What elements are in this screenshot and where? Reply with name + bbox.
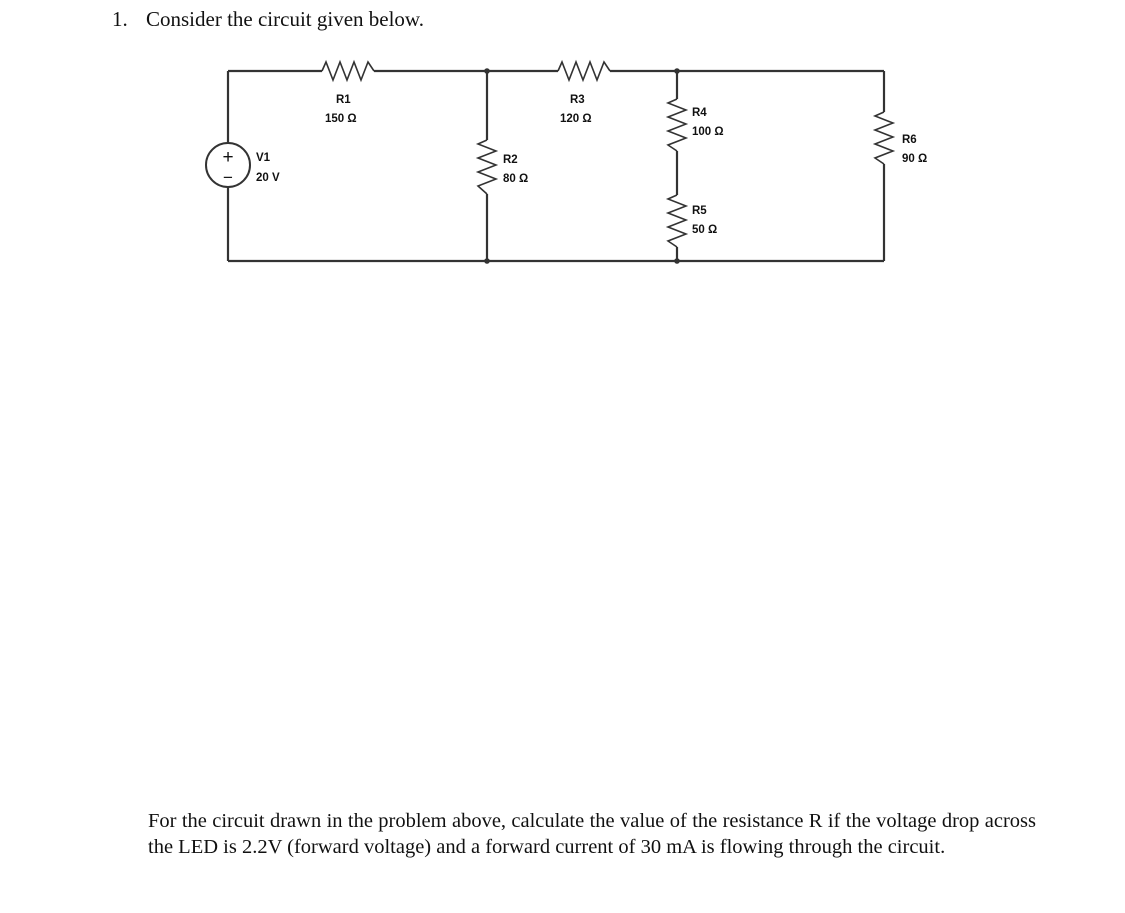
resistor-r5: R5 50 Ω <box>665 194 717 248</box>
r6-name: R6 <box>902 134 917 146</box>
circuit-wires <box>226 69 886 263</box>
problem-statement: For the circuit drawn in the problem abo… <box>148 809 1036 858</box>
source-value: 20 V <box>256 172 280 184</box>
source-plus-sign: + <box>222 147 233 168</box>
node-top-r2 <box>484 68 490 74</box>
r5-value: 50 Ω <box>692 224 717 236</box>
resistor-r1: R1 150 Ω <box>321 59 375 125</box>
r2-name: R2 <box>503 154 518 166</box>
junction-nodes <box>484 68 680 264</box>
question-prompt: Consider the circuit given below. <box>146 7 424 31</box>
r2-value: 80 Ω <box>503 173 528 185</box>
r4-value: 100 Ω <box>692 126 724 138</box>
r1-value: 150 Ω <box>325 113 357 125</box>
r5-name: R5 <box>692 205 707 217</box>
voltage-source-v1: + − V1 20 V <box>205 142 280 188</box>
r3-name: R3 <box>570 94 585 106</box>
question-number: 1. <box>112 7 128 31</box>
r6-value: 90 Ω <box>902 153 927 165</box>
r1-name: R1 <box>336 94 351 106</box>
node-bottom-r2 <box>484 258 490 264</box>
source-minus-sign: − <box>223 168 233 187</box>
node-top-r4 <box>674 68 680 74</box>
source-name: V1 <box>256 152 271 164</box>
r3-value: 120 Ω <box>560 113 592 125</box>
question-heading: 1. Consider the circuit given below. <box>112 6 424 32</box>
resistor-r2: R2 80 Ω <box>475 139 528 195</box>
r4-name: R4 <box>692 107 707 119</box>
node-bottom-r5 <box>674 258 680 264</box>
resistor-r6: R6 90 Ω <box>872 111 927 165</box>
resistor-r3: R3 120 Ω <box>557 59 611 125</box>
resistor-r4: R4 100 Ω <box>665 98 724 152</box>
